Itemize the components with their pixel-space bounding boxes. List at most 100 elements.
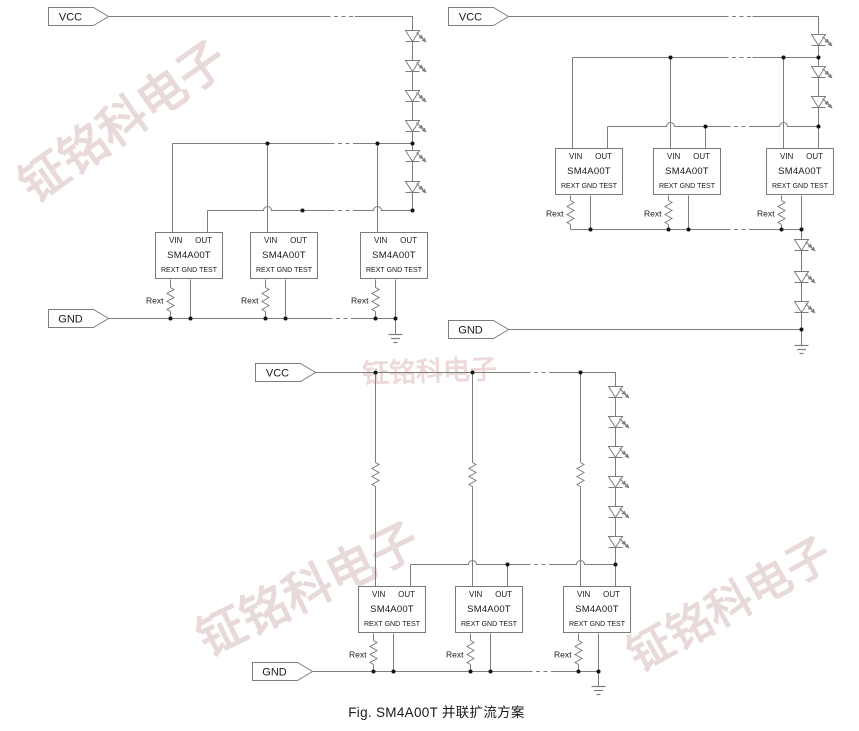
pin-vin: VIN: [372, 590, 386, 599]
pin-test: TEST: [810, 183, 828, 190]
pin-vin: VIN: [264, 236, 278, 245]
led-icon: [795, 302, 816, 314]
pin-vin: VIN: [780, 152, 794, 161]
chip-part-number: SM4A00T: [778, 166, 822, 177]
rext-label: Rext: [241, 296, 259, 306]
gnd-flag: GND: [48, 309, 110, 328]
pin-vin: VIN: [577, 590, 591, 599]
pin-test: TEST: [294, 267, 312, 274]
rext-resistor-icon: [664, 200, 673, 225]
rext-label: Rext: [351, 296, 369, 306]
vcc-label: VCC: [459, 12, 482, 24]
pin-out: OUT: [495, 590, 512, 599]
led-icon: [406, 121, 427, 133]
circuit-top-right: VCC GND Rext Rext Rext: [448, 7, 833, 355]
pin-gnd: GND: [581, 183, 598, 190]
dashed-wires: [326, 16, 357, 319]
led-icon: [406, 151, 427, 163]
chip-part-number: SM4A00T: [665, 166, 709, 177]
pin-vin: VIN: [469, 590, 483, 599]
led-icon: [609, 447, 630, 459]
dashed-wires: [724, 16, 753, 230]
rext-resistor-icon: [369, 640, 378, 665]
rext-label: Rext: [757, 209, 775, 219]
pin-out: OUT: [693, 152, 710, 161]
led-icon: [609, 387, 630, 399]
pin-test: TEST: [607, 621, 625, 628]
pin-gnd: GND: [792, 183, 809, 190]
pin-rext: REXT: [366, 267, 385, 274]
rext-resistor-icon: [261, 287, 270, 312]
series-resistor-icon: [371, 462, 380, 487]
pin-vin: VIN: [569, 152, 583, 161]
pin-out: OUT: [290, 236, 307, 245]
chip-part-number: SM4A00T: [167, 250, 211, 261]
pin-out: OUT: [806, 152, 823, 161]
pin-out: OUT: [595, 152, 612, 161]
pin-vin: VIN: [169, 236, 183, 245]
led-icon: [812, 67, 833, 79]
earth-ground-icon: [387, 333, 404, 344]
rext-label: Rext: [546, 209, 564, 219]
vcc-flag: VCC: [448, 7, 510, 26]
led-icon: [609, 537, 630, 549]
series-resistor-icon: [576, 462, 585, 487]
led-icon: [609, 507, 630, 519]
pin-rext: REXT: [161, 267, 180, 274]
led-icon: [609, 417, 630, 429]
rext-label: Rext: [446, 650, 464, 660]
pin-gnd: GND: [481, 621, 498, 628]
pin-out: OUT: [398, 590, 415, 599]
gnd-flag: GND: [252, 662, 314, 681]
earth-ground-icon: [793, 344, 810, 355]
series-resistor-icon: [468, 462, 477, 487]
chip-part-number: SM4A00T: [575, 604, 619, 615]
figure-caption: Fig. SM4A00T 并联扩流方案: [348, 705, 525, 720]
junction-dots: [168, 141, 415, 321]
pin-gnd: GND: [276, 267, 293, 274]
led-icon: [812, 97, 833, 109]
rext-resistor-icon: [371, 287, 380, 312]
rext-resistor-icon: [466, 640, 475, 665]
gnd-label: GND: [58, 314, 83, 326]
vcc-label: VCC: [59, 12, 82, 24]
circuit-bottom: VCC GND Rext Rext Rext: [252, 363, 630, 696]
gnd-label: GND: [262, 667, 287, 679]
pin-test: TEST: [199, 267, 217, 274]
wires: [312, 372, 616, 687]
vcc-flag: VCC: [255, 363, 317, 382]
chip-part-number: SM4A00T: [467, 604, 511, 615]
vcc-flag: VCC: [48, 7, 110, 26]
pin-rext: REXT: [561, 183, 580, 190]
pin-rext: REXT: [569, 621, 588, 628]
rext-resistor-icon: [574, 640, 583, 665]
chip-part-number: SM4A00T: [567, 166, 611, 177]
led-icon: [795, 240, 816, 252]
vcc-label: VCC: [266, 368, 289, 380]
rext-label: Rext: [146, 296, 164, 306]
pin-gnd: GND: [181, 267, 198, 274]
wires: [108, 16, 413, 335]
chip-part-number: SM4A00T: [370, 604, 414, 615]
pin-rext: REXT: [364, 621, 383, 628]
wires: [508, 16, 819, 346]
pin-test: TEST: [404, 267, 422, 274]
junction-dots: [588, 55, 821, 332]
led-icon: [795, 272, 816, 284]
led-icon: [406, 182, 427, 194]
chip-part-number: SM4A00T: [372, 250, 416, 261]
rext-label: Rext: [644, 209, 662, 219]
rext-label: Rext: [554, 650, 572, 660]
pin-out: OUT: [400, 236, 417, 245]
led-icon: [609, 477, 630, 489]
led-icon: [812, 35, 833, 47]
pin-rext: REXT: [256, 267, 275, 274]
